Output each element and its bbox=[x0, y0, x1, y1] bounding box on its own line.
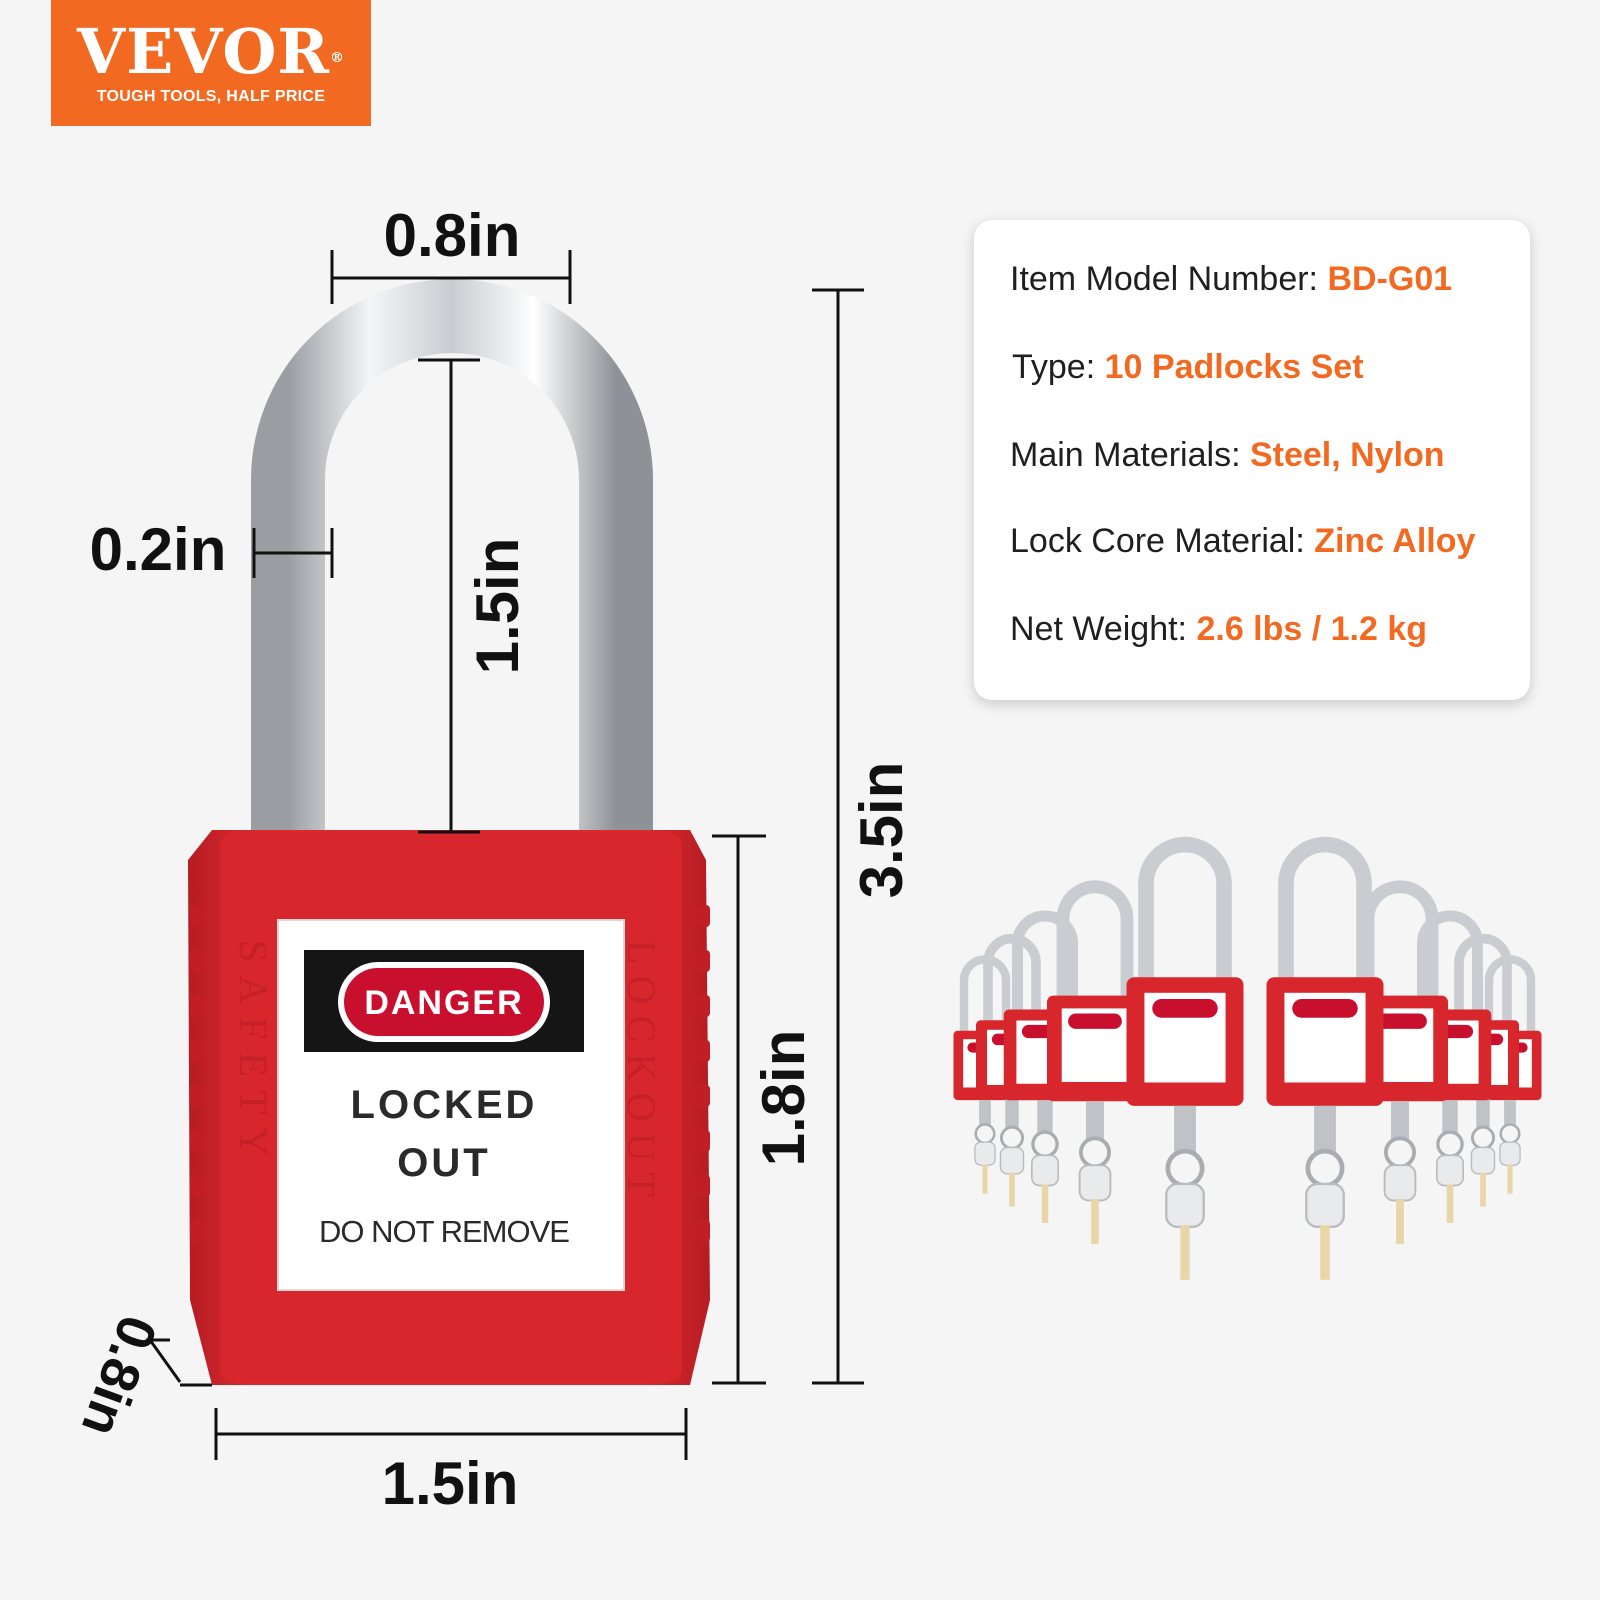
dimension-lines bbox=[146, 250, 864, 1460]
do-not-remove-text: DO NOT REMOVE bbox=[319, 1214, 569, 1249]
spec-weight-value: 2.6 lbs / 1.2 kg bbox=[1196, 610, 1428, 648]
spec-type-value: 10 Padlocks Set bbox=[1104, 348, 1364, 386]
vevor-logo: VEVOR® TOUGH TOOLS, HALF PRICE bbox=[51, 0, 371, 126]
danger-text: DANGER bbox=[364, 984, 523, 1022]
side-text-right: LOCKOUT bbox=[619, 940, 664, 1208]
mini-padlock bbox=[1266, 836, 1384, 1280]
shackle bbox=[251, 279, 653, 830]
dim-body-width: 1.5in bbox=[382, 1450, 519, 1517]
dim-body-height: 1.8in bbox=[750, 1030, 817, 1167]
spec-weight-label: Net Weight: bbox=[1010, 610, 1188, 648]
specs-card: Item Model Number: BD-G01 Type: 10 Padlo… bbox=[974, 220, 1530, 700]
spec-materials-label: Main Materials: bbox=[1010, 436, 1241, 474]
logo-brand: VEVOR® bbox=[51, 18, 371, 86]
dim-shackle-clearance: 1.5in bbox=[464, 538, 531, 675]
logo-brand-name: VEVOR bbox=[77, 15, 330, 88]
spec-materials-value: Steel, Nylon bbox=[1249, 436, 1445, 474]
spec-model-value: BD-G01 bbox=[1327, 260, 1453, 298]
danger-label: DANGER LOCKED OUT DO NOT REMOVE bbox=[277, 919, 625, 1291]
spec-core-material: Lock Core Material: Zinc Alloy bbox=[1010, 522, 1475, 561]
spec-weight: Net Weight: 2.6 lbs / 1.2 kg bbox=[1010, 610, 1427, 649]
dim-total-height: 3.5in bbox=[848, 762, 915, 899]
locked-text: LOCKED bbox=[351, 1083, 538, 1127]
dim-shackle-width: 0.8in bbox=[384, 202, 521, 269]
mini-padlock bbox=[1126, 836, 1244, 1280]
spec-type: Type: 10 Padlocks Set bbox=[1012, 348, 1364, 387]
padlock-set-image bbox=[953, 836, 1542, 1280]
spec-type-label: Type: bbox=[1012, 348, 1096, 386]
spec-materials: Main Materials: Steel, Nylon bbox=[1010, 436, 1445, 475]
dim-shackle-thickness: 0.2in bbox=[90, 516, 227, 583]
dim-body-depth: 0.8in bbox=[70, 1308, 168, 1444]
spec-model-label: Item Model Number: bbox=[1010, 260, 1318, 298]
out-text: OUT bbox=[397, 1141, 490, 1185]
logo-tagline: TOUGH TOOLS, HALF PRICE bbox=[96, 88, 326, 105]
spec-core-material-label: Lock Core Material: bbox=[1010, 522, 1305, 560]
spec-core-material-value: Zinc Alloy bbox=[1314, 522, 1476, 560]
mini-padlock bbox=[1047, 880, 1143, 1244]
spec-model: Item Model Number: BD-G01 bbox=[1010, 260, 1452, 299]
logo-registered-mark: ® bbox=[329, 50, 345, 66]
side-text-left: SAFETY bbox=[231, 940, 276, 1169]
